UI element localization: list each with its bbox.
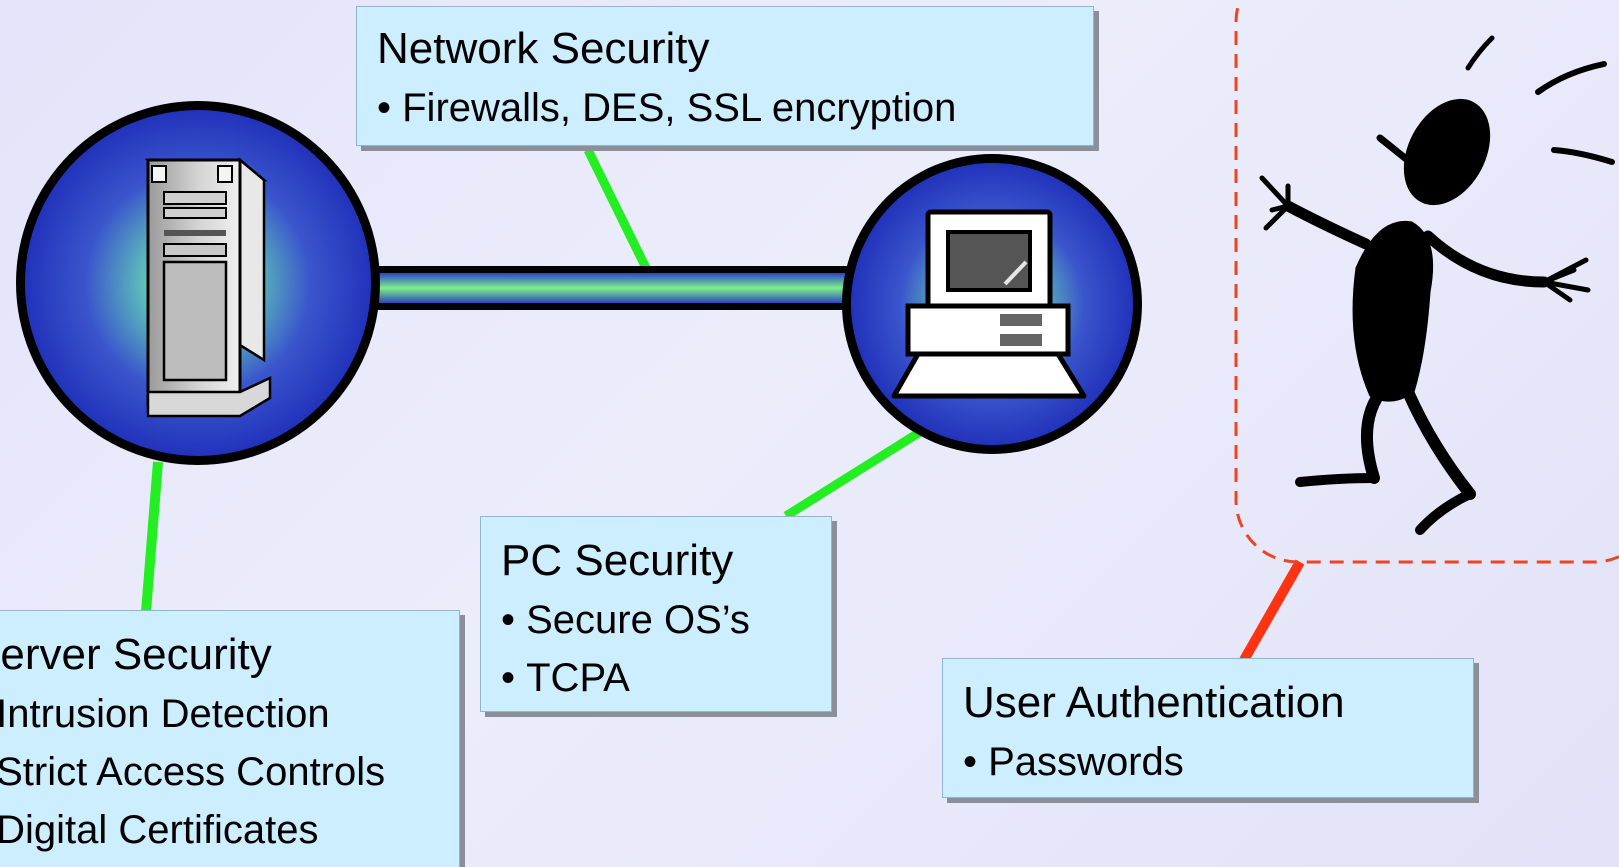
server-node: [16, 101, 380, 465]
pc-security-box: PC Security Secure OS’s TCPA: [480, 516, 832, 712]
server-security-item: Strict Access Controls: [0, 743, 459, 801]
user-authentication-box: User Authentication Passwords: [942, 658, 1474, 798]
network-security-box: Network Security Firewalls, DES, SSL enc…: [356, 6, 1094, 146]
network-link-bar: [360, 266, 860, 310]
pc-security-item: TCPA: [501, 649, 831, 707]
pc-security-title: PC Security: [501, 536, 734, 585]
network-connector: [583, 148, 653, 274]
user-connector: [1239, 559, 1305, 663]
server-security-item: Digital Certificates: [0, 801, 459, 859]
user-region-border: [1234, 0, 1619, 564]
user-authentication-item: Passwords: [963, 733, 1473, 791]
pc-security-item: Secure OS’s: [501, 591, 831, 649]
network-security-title: Network Security: [377, 24, 710, 73]
server-tower-icon: [144, 157, 272, 418]
server-security-item: Intrusion Detection: [0, 685, 459, 743]
pc-connector: [783, 428, 923, 520]
user-figure-icon: [1259, 35, 1615, 535]
network-security-item: Firewalls, DES, SSL encryption: [377, 79, 1093, 137]
pc-node: [842, 154, 1142, 454]
user-authentication-title: User Authentication: [963, 678, 1345, 727]
server-security-box: Server Security Intrusion Detection Stri…: [0, 610, 460, 867]
desktop-computer-icon: [891, 209, 1087, 399]
server-security-title: Server Security: [0, 630, 272, 679]
server-connector: [141, 461, 163, 613]
